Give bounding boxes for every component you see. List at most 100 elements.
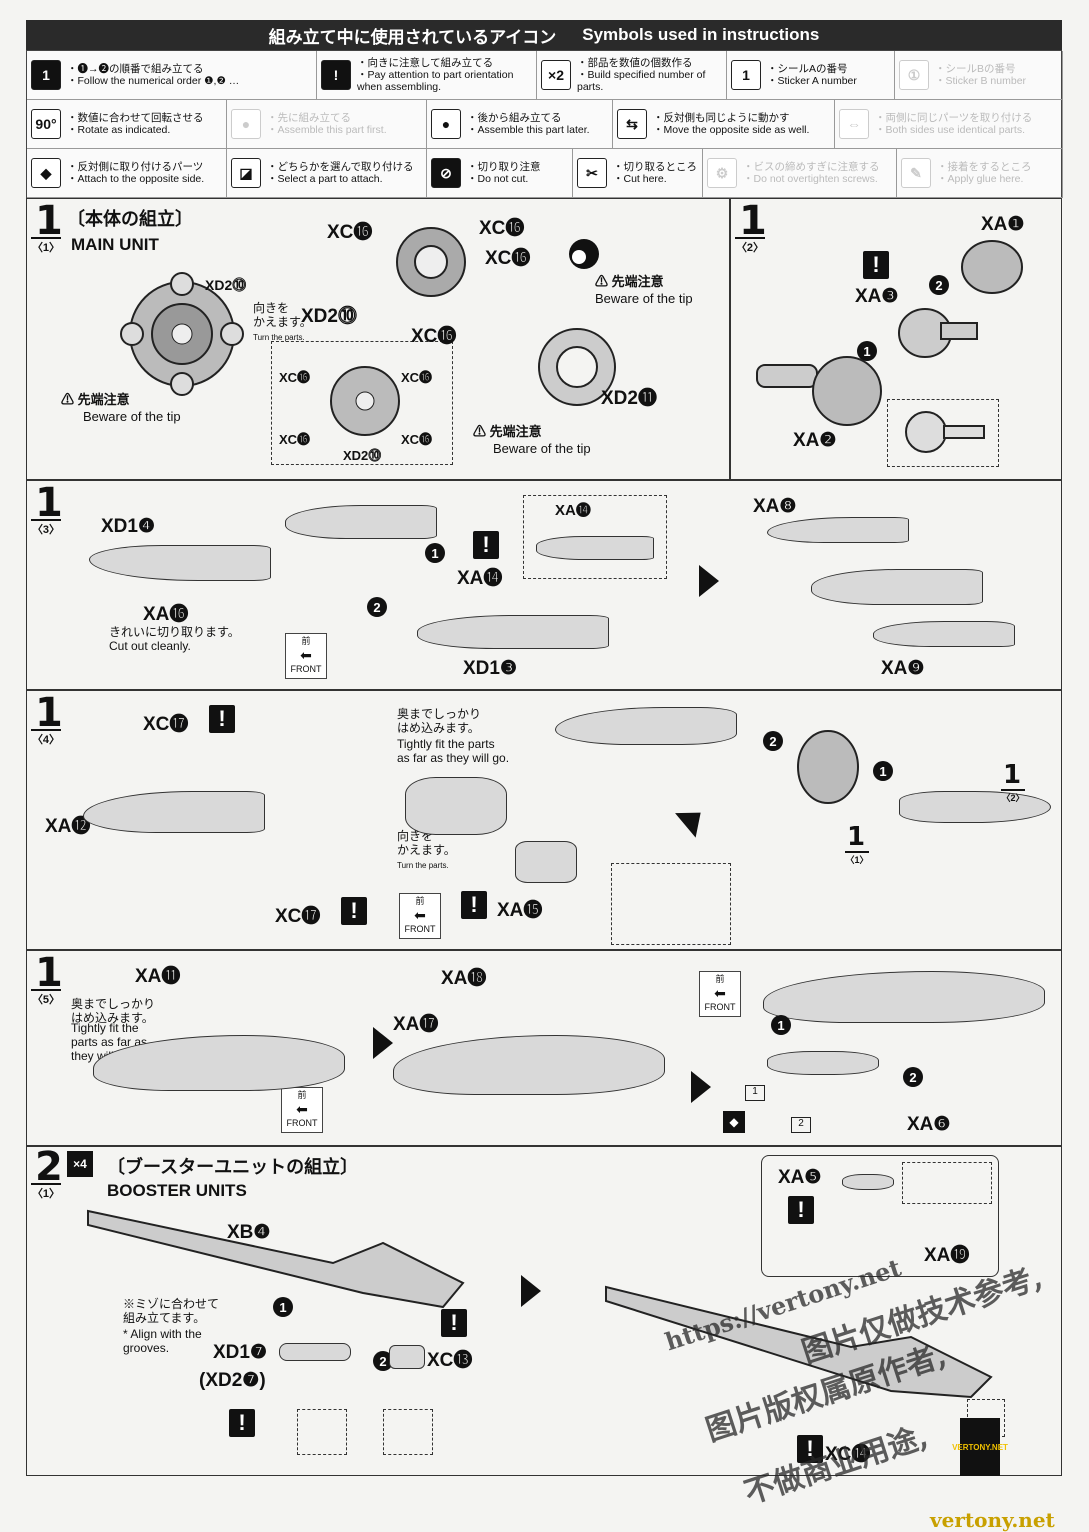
label-xa9: XA❾ [881,658,925,679]
label-xa5: XA❺ [778,1167,822,1188]
label-xa16: XA⓰ [143,604,189,625]
hull-part-left [89,545,271,581]
legend-text-jp: ・どちらかを選んで取り付ける [267,161,414,173]
legend-text-en: ・Attach to the opposite side. [67,173,205,185]
legend-text-en: ・Assemble this part later. [467,124,590,136]
opposite-side-icon: ◆ [723,1111,745,1133]
label-xa18: XA⓲ [441,968,487,989]
turn-parts-note-en: Turn the parts. [397,861,449,870]
next-arrow [373,1027,393,1059]
label-xc16-a: XC⓰ [327,222,373,243]
step-title-jp: 〔ブースターユニットの組立〕 [107,1157,359,1177]
label-xa12: XA⓬ [45,816,91,837]
groove-note-jp: ※ミゾに合わせて 組み立てます。 [123,1297,220,1325]
ball-rod-part [899,791,1051,823]
label-xd2-10: XD2⓾ [301,306,357,327]
legend-text: ・シールBの番号・Sticker B number [935,63,1026,87]
label-xc17-top: XC⓱ [143,714,189,735]
label-xd2-11: XD2⓫ [601,388,657,409]
legend-item: ⚙・ビスの締めすぎに注意する・Do not overtighten screws… [703,149,897,198]
substep-label: 〈1〉 [31,1183,61,1201]
inset-label-2: XC⓰ [401,370,433,385]
orientation-warning-icon: ! [441,1309,467,1337]
groove-note-en: * Align with the grooves. [123,1327,202,1355]
step-title-jp: 〔本体の組立〕 [67,209,193,229]
fit-tightly-note-en: Tightly fit the parts as far as they wil… [397,737,510,765]
legend-text: ・切り取るところ・Cut here. [613,161,697,185]
ref-step-number-2: 1 [847,822,866,852]
order-2-icon: 2 [373,1351,393,1371]
ref-substep-2: 〈1〉 [845,851,869,866]
label-xc16-b: XC⓰ [479,218,525,239]
next-arrow [675,800,711,838]
center-hub-drawing [396,227,466,297]
legend-text-jp: ・反対側も同じように動かす [653,112,790,124]
order-1-icon: 1 [771,1015,791,1035]
legend-text-en: ・Apply glue here. [937,173,1024,185]
step-number: 1 [739,198,767,244]
order-1-icon: 1 [425,543,445,563]
legend-item: 90°・数値に合わせて回転させる・Rotate as indicated. [27,100,227,149]
legend-text-en: ・Build specified number of parts. [577,69,706,93]
legend-symbol-icon: ⚙ [707,158,737,188]
body-assembly-3 [763,971,1045,1023]
detail-inset-1 [297,1409,347,1455]
order-2-icon: 2 [903,1067,923,1087]
label-xc17-bottom: XC⓱ [275,906,321,927]
inset-label-5: XD2⓾ [343,448,382,463]
legend-text-jp: ・向きに注意して組み立てる [357,57,494,69]
label-xa2: XA❷ [793,430,837,451]
order-1-icon: 1 [873,761,893,781]
legend-text: ・接着をするところ・Apply glue here. [937,161,1032,185]
inset-box [271,341,453,465]
legend-text-jp: ・シールBの番号 [935,63,1016,75]
legend-text-jp: ・部品を数値の個数作る [577,57,693,69]
detail-inset [887,399,999,467]
assembled-booster-drawing [605,1285,993,1399]
legend-text-jp: ・シールAの番号 [767,63,848,75]
legend-item: ◆・反対側に取り付けるパーツ・Attach to the opposite si… [27,149,227,198]
legend-symbol-icon: 1 [31,60,61,90]
legend-text-en: ・Do not cut. [467,173,529,185]
step-1-4-panel: 1 〈4〉 XC⓱ ! XA⓬ XC⓱ ! ! XA⓯ 奥までしっかり はめ込み… [26,690,1062,950]
label-xd1-7: XD1❼ [213,1342,267,1363]
step-number: 1 [35,198,63,244]
substep-label: 〈1〉 [31,237,61,255]
hull-part-top [285,505,437,539]
legend-item: ◪・どちらかを選んで取り付ける・Select a part to attach. [227,149,427,198]
label-xc16-d: XC⓰ [411,326,457,347]
legend-text-jp: ・先に組み立てる [267,112,351,124]
wing-part-xa9 [873,621,1015,647]
inset-label-3: XC⓰ [279,432,311,447]
legend-symbol-icon: ● [431,109,461,139]
legend-item: ✂・切り取るところ・Cut here. [573,149,703,198]
legend-text-jp: ・反対側に取り付けるパーツ [67,161,204,173]
step-number: 1 [35,950,63,996]
legend-item: ● ・後から組み立てる・Assemble this part later. [427,100,613,149]
assemble-later-icon [569,239,599,269]
cut-cleanly-note-jp: きれいに切り取ります。 [109,625,240,639]
ring-part-drawing [538,328,616,406]
label-xb4: XB❹ [227,1222,271,1243]
legend-text-jp: ・数値に合わせて回転させる [67,112,204,124]
legend-item: ×2・部品を数値の個数作る・Build specified number of … [537,51,727,100]
ref-step-number: 1 [1003,760,1022,790]
front-indicator-2: 前⬅FRONT [699,971,741,1017]
step-number: 1 [35,480,63,526]
orientation-warning-icon: ! [209,705,235,733]
label-xa14: XA⓮ [457,568,503,589]
legend-symbol-icon: ① [899,60,929,90]
legend-title-en: Symbols used in instructions [582,25,820,44]
legend-text-jp: ・後から組み立てる [467,112,562,124]
legend-symbol-icon: ✂ [577,158,607,188]
orientation-warning-icon-3: ! [461,891,487,919]
legend-text-en: ・Both sides use identical parts. [875,124,1025,136]
order-2-icon: 2 [929,275,949,295]
hull-side-view [555,707,737,745]
body-assembly-2 [393,1035,665,1095]
inset-hub-drawing [330,366,400,436]
legend-symbol-icon: ● [231,109,261,139]
label-xc14: XC⓮ [825,1444,871,1465]
legend-item: ①・シールBの番号・Sticker B number [895,51,1063,100]
